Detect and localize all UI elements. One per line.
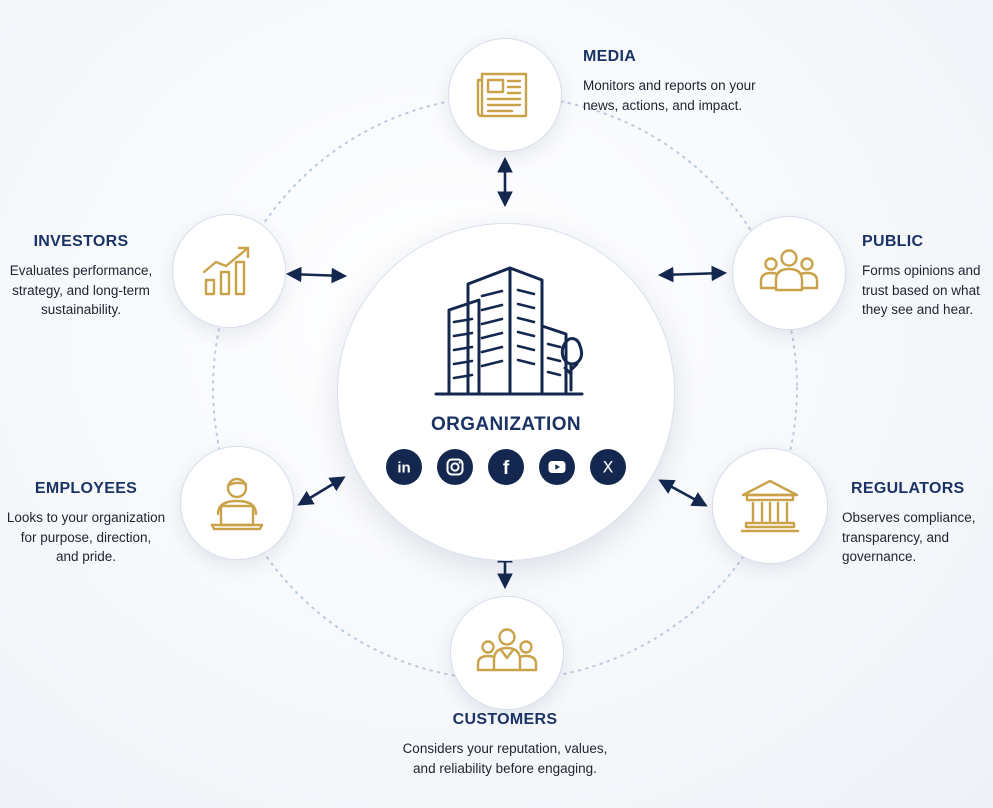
- x-icon[interactable]: X: [590, 449, 626, 485]
- employees-node[interactable]: [180, 446, 294, 560]
- organization-title: ORGANIZATION: [430, 414, 582, 435]
- employees-description: Looks to your organization for purpose, …: [6, 510, 166, 564]
- public-title: PUBLIC: [862, 233, 924, 250]
- investors-description: Evaluates performance, strategy, and lon…: [9, 263, 153, 317]
- svg-text:f: f: [503, 458, 510, 478]
- arrow-regulators: [658, 479, 708, 507]
- customers-node[interactable]: [450, 596, 564, 710]
- arrow-public: [657, 265, 728, 283]
- customers-group-icon: [476, 628, 538, 672]
- employees-label: EMPLOYEES Looks to your organization for…: [0, 480, 172, 567]
- growth-chart-icon: [202, 246, 250, 296]
- media-label: MEDIA Monitors and reports on your news,…: [583, 48, 756, 115]
- people-group-icon: [759, 249, 819, 292]
- customers-label: CUSTOMERS Considers your reputation, val…: [380, 711, 630, 778]
- media-title: MEDIA: [583, 48, 637, 65]
- social-icons: in f X: [338, 449, 674, 485]
- government-building-icon: [740, 479, 800, 533]
- customers-description: Considers your reputation, values, and r…: [402, 741, 608, 776]
- svg-text:in: in: [397, 460, 410, 477]
- public-description: Forms opinions and trust based on what t…: [862, 263, 981, 317]
- arrow-investors: [285, 266, 348, 284]
- facebook-icon[interactable]: f: [488, 449, 524, 485]
- employee-laptop-icon: [210, 477, 264, 531]
- media-description: Monitors and reports on your news, actio…: [583, 78, 756, 113]
- investors-node[interactable]: [172, 214, 286, 328]
- newspaper-icon: [476, 72, 528, 118]
- instagram-icon[interactable]: [437, 449, 473, 485]
- employees-title: EMPLOYEES: [34, 480, 138, 497]
- public-node[interactable]: [732, 216, 846, 330]
- customers-title: CUSTOMERS: [452, 711, 558, 728]
- youtube-icon[interactable]: [539, 449, 575, 485]
- investors-label: INVESTORS Evaluates performance, strateg…: [0, 233, 162, 320]
- public-label: PUBLIC Forms opinions and trust based on…: [862, 233, 981, 320]
- media-node[interactable]: [448, 38, 562, 152]
- regulators-title: REGULATORS: [851, 480, 965, 497]
- investors-title: INVESTORS: [33, 233, 129, 250]
- organization-circle: ORGANIZATION in f X: [337, 223, 675, 561]
- office-buildings-icon: [434, 266, 584, 396]
- arrow-employees: [297, 476, 346, 506]
- regulators-label: REGULATORS Observes compliance, transpar…: [842, 480, 976, 567]
- linkedin-icon[interactable]: in: [386, 449, 422, 485]
- regulators-node[interactable]: [712, 448, 828, 564]
- regulators-description: Observes compliance, transparency, and g…: [842, 510, 976, 564]
- svg-text:X: X: [603, 458, 614, 477]
